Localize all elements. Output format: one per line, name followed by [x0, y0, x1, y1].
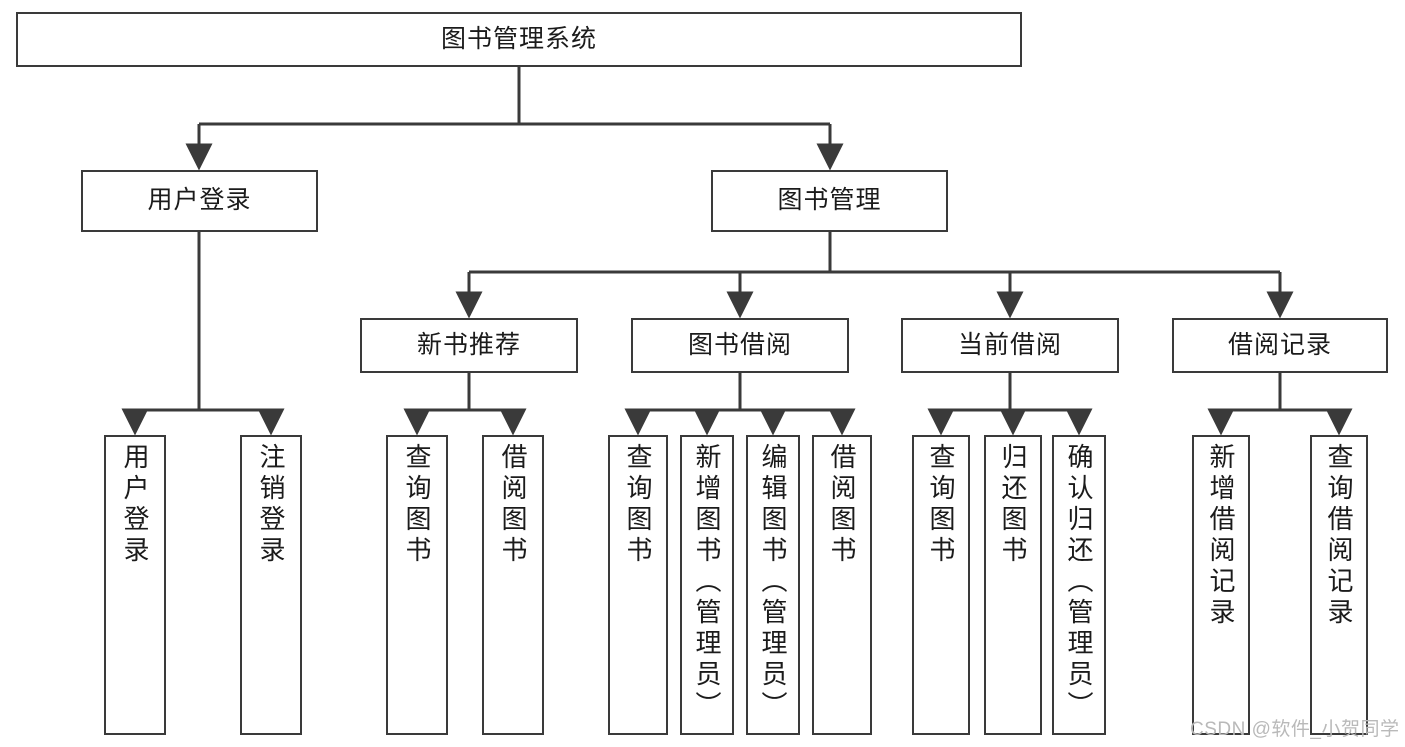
node-borrow-records[interactable]: 借阅记录: [1172, 318, 1388, 373]
node-label: 借阅记录: [1227, 330, 1332, 359]
node-label: 图书借阅: [687, 330, 792, 359]
leaf-add-book-admin[interactable]: 新增图书（管理员）: [680, 435, 734, 735]
leaf-user-login[interactable]: 用户登录: [104, 435, 166, 735]
watermark-text: CSDN @软件_小贺同学: [1190, 719, 1400, 740]
node-label: 用户登录: [147, 186, 252, 215]
node-current-borrow[interactable]: 当前借阅: [901, 318, 1119, 373]
node-root-system[interactable]: 图书管理系统: [16, 12, 1022, 67]
node-label: 查询图书: [402, 443, 432, 567]
leaf-borrow-books-recommend[interactable]: 借阅图书: [482, 435, 544, 735]
node-label: 图书管理: [777, 186, 882, 215]
node-label: 新书推荐: [416, 330, 521, 359]
node-label: 新增借阅记录: [1206, 443, 1236, 629]
leaf-query-books-recommend[interactable]: 查询图书: [386, 435, 448, 735]
node-label: 确认归还（管理员）: [1064, 443, 1094, 722]
leaf-edit-book-admin[interactable]: 编辑图书（管理员）: [746, 435, 800, 735]
node-label: 新增图书（管理员）: [692, 443, 722, 722]
node-label: 用户登录: [120, 443, 150, 567]
leaf-query-borrow-record[interactable]: 查询借阅记录: [1310, 435, 1368, 735]
leaf-add-borrow-record[interactable]: 新增借阅记录: [1192, 435, 1250, 735]
node-label: 查询图书: [623, 443, 653, 567]
leaf-logout[interactable]: 注销登录: [240, 435, 302, 735]
node-label: 查询图书: [926, 443, 956, 567]
node-book-management[interactable]: 图书管理: [711, 170, 948, 232]
leaf-query-books-current[interactable]: 查询图书: [912, 435, 970, 735]
node-label: 借阅图书: [498, 443, 528, 567]
node-book-borrow[interactable]: 图书借阅: [631, 318, 849, 373]
leaf-borrow-book[interactable]: 借阅图书: [812, 435, 872, 735]
leaf-query-books-borrow[interactable]: 查询图书: [608, 435, 668, 735]
node-label: 图书管理系统: [440, 24, 597, 53]
node-user-login[interactable]: 用户登录: [81, 170, 318, 232]
leaf-return-book[interactable]: 归还图书: [984, 435, 1042, 735]
node-new-book-recommend[interactable]: 新书推荐: [360, 318, 578, 373]
node-label: 查询借阅记录: [1324, 443, 1354, 629]
node-label: 借阅图书: [827, 443, 857, 567]
leaf-confirm-return-admin[interactable]: 确认归还（管理员）: [1052, 435, 1106, 735]
node-label: 编辑图书（管理员）: [758, 443, 788, 722]
node-label: 注销登录: [256, 443, 286, 567]
node-label: 当前借阅: [957, 330, 1062, 359]
node-label: 归还图书: [998, 443, 1028, 567]
